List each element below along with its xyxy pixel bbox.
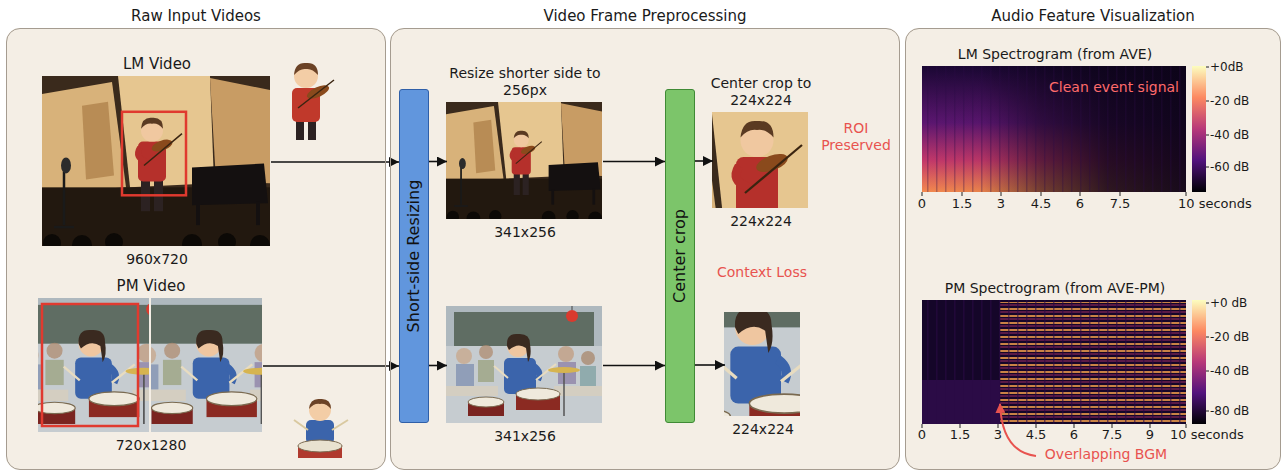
axis-tick: 0 — [918, 427, 926, 443]
spectrogram: PM Spectrogram (from AVE-PM) — [923, 301, 1187, 425]
process-bar: Short-side Resizing — [399, 89, 429, 423]
axis-tick: 0 — [918, 196, 926, 212]
axis-tick: 4.5 — [1031, 196, 1052, 212]
spectrogram: LM Spectrogram (from AVE)Clean event sig… — [923, 67, 1187, 193]
panel-fill — [6, 28, 1281, 470]
note-label: ROI Preserved — [813, 120, 899, 154]
resized-frame: 341x256 — [447, 307, 603, 424]
video-label: LM Video — [123, 55, 191, 73]
callout-label: Overlapping BGM — [1045, 446, 1167, 463]
colorbar-tick: -20 dB — [1210, 330, 1249, 344]
flow-arrow — [695, 160, 713, 162]
roi-box — [42, 304, 138, 426]
flow-arrow — [603, 365, 665, 367]
colorbar-tick: -60 dB — [1210, 160, 1249, 174]
plot-title: PM Spectrogram (from AVE-PM) — [945, 280, 1166, 297]
flow-arrow — [603, 161, 665, 163]
violinist-icon — [292, 63, 334, 140]
pm-resized-frame — [446, 306, 602, 423]
colorbar-tick: -80 dB — [1210, 404, 1249, 418]
resolution-caption: 341x256 — [494, 428, 556, 445]
axis-tick: 10 seconds — [1178, 196, 1252, 212]
flow-arrow — [695, 364, 725, 366]
lm-video-frame — [42, 76, 270, 255]
resolution-caption: 960x720 — [126, 251, 188, 268]
plot-title: LM Spectrogram (from AVE) — [958, 46, 1152, 63]
axis-tick: 7.5 — [1102, 427, 1123, 443]
axis-tick: 9 — [1146, 427, 1154, 443]
resolution-caption: 720x1280 — [116, 437, 187, 454]
axis-tick: 6 — [1076, 196, 1084, 212]
resolution-caption: 224x224 — [730, 213, 792, 230]
resolution-caption: 341x256 — [494, 224, 556, 241]
step-heading: Center crop to 224x224 — [696, 75, 826, 109]
process-label: Short-side Resizing — [404, 180, 423, 333]
panel-title: Video Frame Preprocessing — [544, 7, 747, 25]
colorbar-tick: +0 dB — [1210, 296, 1247, 310]
axis-tick: 7.5 — [1110, 196, 1131, 212]
flow-arrow — [271, 161, 399, 163]
colorbar-tick: -20 dB — [1210, 94, 1249, 108]
process-label: Center crop — [670, 209, 689, 303]
flow-arrow — [263, 365, 399, 367]
axis-tick: 10 seconds — [1170, 427, 1244, 443]
panel: Raw Input VideosLM Video960x720PM Video7… — [6, 28, 386, 470]
cropped-frame: 224x224 — [725, 313, 801, 417]
lm-cropped-frame — [592, 58, 934, 328]
panel-title: Raw Input Videos — [131, 7, 261, 25]
pm-spectrogram-image — [922, 300, 1209, 428]
axis-tick: 3 — [997, 196, 1005, 212]
axis-tick: 3 — [994, 427, 1002, 443]
resolution-caption: 224x224 — [732, 421, 794, 438]
video-label: PM Video — [117, 277, 186, 295]
axis-tick: 4.5 — [1026, 427, 1047, 443]
axis-tick: 1.5 — [952, 196, 973, 212]
colorbar-tick: +0dB — [1210, 60, 1244, 74]
video-frame: PM Video720x1280 — [39, 299, 263, 433]
colorbar-tick: -40 dB — [1210, 128, 1249, 142]
cropped-frame: Center crop to 224x224224x224 — [713, 113, 809, 209]
flow-arrow — [429, 365, 447, 367]
axis-tick: 6 — [1070, 427, 1078, 443]
drummer-icon — [294, 399, 348, 458]
video-frame: LM Video960x720 — [43, 77, 271, 247]
lm-resized-frame — [446, 102, 602, 225]
process-bar: Center crop — [665, 89, 695, 423]
flow-arrow — [429, 161, 447, 163]
step-heading: Resize shorter side to 256px — [437, 65, 613, 99]
note-label: Context Loss — [717, 264, 807, 281]
colorbar-tick: -40 dB — [1210, 364, 1249, 378]
lm-spectrogram-image — [922, 66, 1209, 196]
pm-video-frame — [126, 298, 305, 432]
resized-frame: Resize shorter side to 256px341x256 — [447, 103, 603, 220]
plot-annotation: Clean event signal — [1049, 79, 1179, 96]
axis-tick: 1.5 — [950, 427, 971, 443]
panel-title: Audio Feature Visualization — [991, 7, 1195, 25]
panel: Video Frame PreprocessingShort-side Resi… — [390, 28, 900, 470]
